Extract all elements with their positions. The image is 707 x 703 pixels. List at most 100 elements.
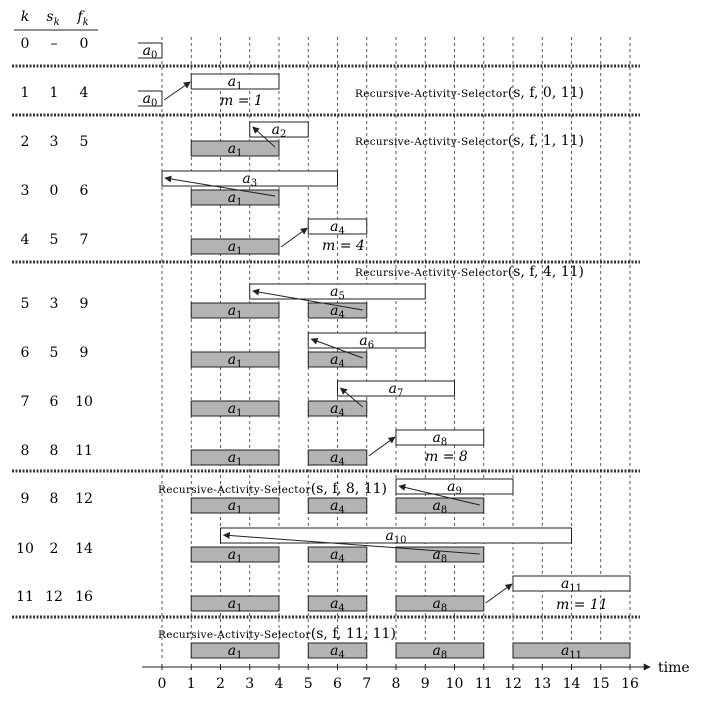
axis-tick-label: 7 <box>362 676 371 692</box>
activity-bar-a2: a2 <box>249 121 309 140</box>
activity-label: a1 <box>228 141 243 159</box>
activity-label: a4 <box>330 303 345 321</box>
activity-bar-a4: a4 <box>307 642 368 661</box>
activity-bar-a0: a0 <box>138 90 163 109</box>
candidate-activity-rect <box>220 527 572 544</box>
candidate-activity-rect <box>395 429 485 446</box>
candidate-activity-rect <box>512 575 631 592</box>
selected-activity-rect <box>307 400 368 417</box>
cell-s: 1 <box>50 85 59 101</box>
activity-bar-a4: a4 <box>307 449 368 468</box>
cell-f: 11 <box>75 443 93 459</box>
m-label-1: m = 1 <box>220 93 263 109</box>
activity-label: a8 <box>433 430 448 448</box>
axis-tick-label: 0 <box>158 676 167 692</box>
activity-label: a8 <box>433 547 448 565</box>
cell-s: 8 <box>50 491 59 507</box>
axis-tick-label: 16 <box>621 676 639 692</box>
activity-bar-a0: a0 <box>138 42 163 61</box>
m-label-8: m = 8 <box>425 449 468 465</box>
activity-label: a7 <box>389 381 404 399</box>
selected-activity-rect <box>512 642 631 659</box>
m-label-11: m = 11 <box>556 597 608 613</box>
cell-f: 9 <box>80 345 89 361</box>
reject-arrow-a6 <box>310 337 363 359</box>
activity-bar-a1: a1 <box>190 73 280 92</box>
header-f: fk <box>76 9 88 28</box>
activity-label: a1 <box>228 547 243 565</box>
sentinel-activity-rect <box>138 90 163 107</box>
candidate-activity-rect <box>249 121 309 138</box>
selected-activity-rect <box>190 400 280 417</box>
activity-bar-a6: a6 <box>307 332 426 351</box>
cell-f: 12 <box>75 491 93 507</box>
cell-k: 4 <box>21 232 30 248</box>
table-row: 6 5 9 <box>21 345 89 361</box>
axis-tick-label: 15 <box>592 676 610 692</box>
header-k: k <box>21 9 29 25</box>
activity-bar-a1: a1 <box>190 595 280 614</box>
selected-activity-rect <box>307 351 368 368</box>
select-arrow-a8 <box>368 436 396 457</box>
candidate-activity-rect <box>161 170 338 187</box>
cell-s: – <box>51 36 58 52</box>
candidate-activity-rect <box>395 478 514 495</box>
cell-f: 10 <box>75 394 93 410</box>
activity-bar-a8: a8 <box>395 546 485 565</box>
cell-k: 5 <box>21 296 30 312</box>
activity-label: a11 <box>561 576 582 594</box>
axis-tick-label: 10 <box>446 676 464 692</box>
activity-bar-a1: a1 <box>190 140 280 159</box>
activity-bar-a1: a1 <box>190 642 280 661</box>
activity-bar-a10: a10 <box>220 527 572 546</box>
cell-k: 6 <box>21 345 30 361</box>
selected-activity-rect <box>395 497 485 514</box>
activity-label: a1 <box>228 450 243 468</box>
selected-activity-rect <box>190 595 280 612</box>
cell-k: 2 <box>21 134 30 150</box>
axis-tick-label: 2 <box>216 676 225 692</box>
activity-label: a4 <box>330 352 345 370</box>
activity-bar-a8: a8 <box>395 595 485 614</box>
cell-s: 6 <box>50 394 59 410</box>
selected-activity-rect <box>190 449 280 466</box>
activity-bar-a1: a1 <box>190 400 280 419</box>
activity-label: a1 <box>228 239 243 257</box>
cell-k: 1 <box>21 85 30 101</box>
cell-f: 14 <box>75 541 93 557</box>
selected-activity-rect <box>190 351 280 368</box>
candidate-activity-rect <box>337 380 455 397</box>
selected-activity-rect <box>190 140 280 157</box>
selected-activity-rect <box>190 546 280 563</box>
reject-arrow-a5 <box>252 288 363 311</box>
reject-arrow-a7 <box>339 387 364 408</box>
cell-s: 3 <box>50 296 59 312</box>
activity-label: a4 <box>330 547 345 565</box>
activity-label: a1 <box>228 303 243 321</box>
activity-label: a1 <box>228 498 243 516</box>
call-caption-3: Recursive-Activity-Selector(s, f, 8, 11) <box>158 481 387 497</box>
axis-tick-label: 8 <box>392 676 401 692</box>
cell-k: 11 <box>16 589 34 605</box>
activity-label: a4 <box>330 498 345 516</box>
selected-activity-rect <box>190 302 280 319</box>
axis-tick-label: 11 <box>475 676 493 692</box>
activity-label: a11 <box>561 643 582 661</box>
activity-bar-a1: a1 <box>190 351 280 370</box>
select-arrow-a4 <box>280 227 308 248</box>
activity-bar-a1: a1 <box>190 497 280 516</box>
activity-label: a4 <box>330 643 345 661</box>
activity-bar-a8: a8 <box>395 429 485 448</box>
select-arrow-a1 <box>163 81 191 101</box>
axis-tick-label: 6 <box>333 676 342 692</box>
cell-s: 5 <box>50 345 59 361</box>
axis-tick-label: 1 <box>187 676 196 692</box>
activity-bar-a4: a4 <box>307 595 368 614</box>
selected-activity-rect <box>395 546 485 563</box>
